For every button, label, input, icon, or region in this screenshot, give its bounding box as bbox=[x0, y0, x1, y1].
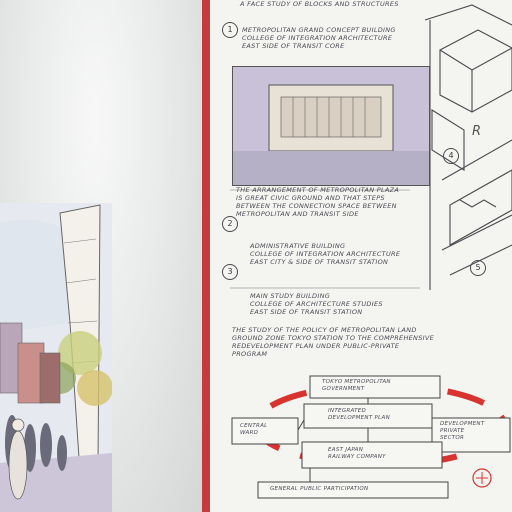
step-1-marker: 1 bbox=[222, 22, 238, 38]
diagram-center-box: INTEGRATED DEVELOPMENT PLAN bbox=[328, 408, 390, 421]
facade-photo bbox=[232, 66, 430, 186]
diagram-top-box: TOKYO METROPOLITAN GOVERNMENT bbox=[322, 379, 391, 392]
diagram-right-box: DEVELOPMENT PRIVATE SECTOR bbox=[440, 421, 485, 441]
street-sketch bbox=[0, 203, 112, 512]
step-1-text: METROPOLITAN GRAND CONCEPT BUILDING COLL… bbox=[242, 26, 396, 50]
step-3-marker: 3 bbox=[222, 264, 238, 280]
step-5-marker: 5 bbox=[470, 260, 486, 276]
sheet-heading: A FACE STUDY OF BLOCKS AND STRUCTURES bbox=[240, 0, 399, 8]
step-2-marker: 2 bbox=[222, 216, 238, 232]
summary-paragraph: THE STUDY OF THE POLICY OF METROPOLITAN … bbox=[232, 326, 435, 358]
svg-text:R: R bbox=[472, 124, 481, 139]
diagram-left-box: CENTRAL WARD bbox=[240, 423, 268, 436]
red-divider bbox=[202, 0, 210, 512]
step-4-marker: 4 bbox=[443, 148, 459, 164]
diagram-bottom-box: EAST JAPAN RAILWAY COMPANY bbox=[328, 447, 386, 460]
step-2-text: THE ARRANGEMENT OF METROPOLITAN PLAZA IS… bbox=[236, 186, 400, 218]
step-3-text: ADMINISTRATIVE BUILDING COLLEGE OF INTEG… bbox=[250, 242, 401, 266]
planning-sheet: R A FACE STUDY OF BLOCKS AND STRUCTURE bbox=[210, 0, 512, 512]
step-3b-text: MAIN STUDY BUILDING COLLEGE OF ARCHITECT… bbox=[250, 292, 383, 316]
diagram-footer-box: GENERAL PUBLIC PARTICIPATION bbox=[270, 486, 369, 492]
